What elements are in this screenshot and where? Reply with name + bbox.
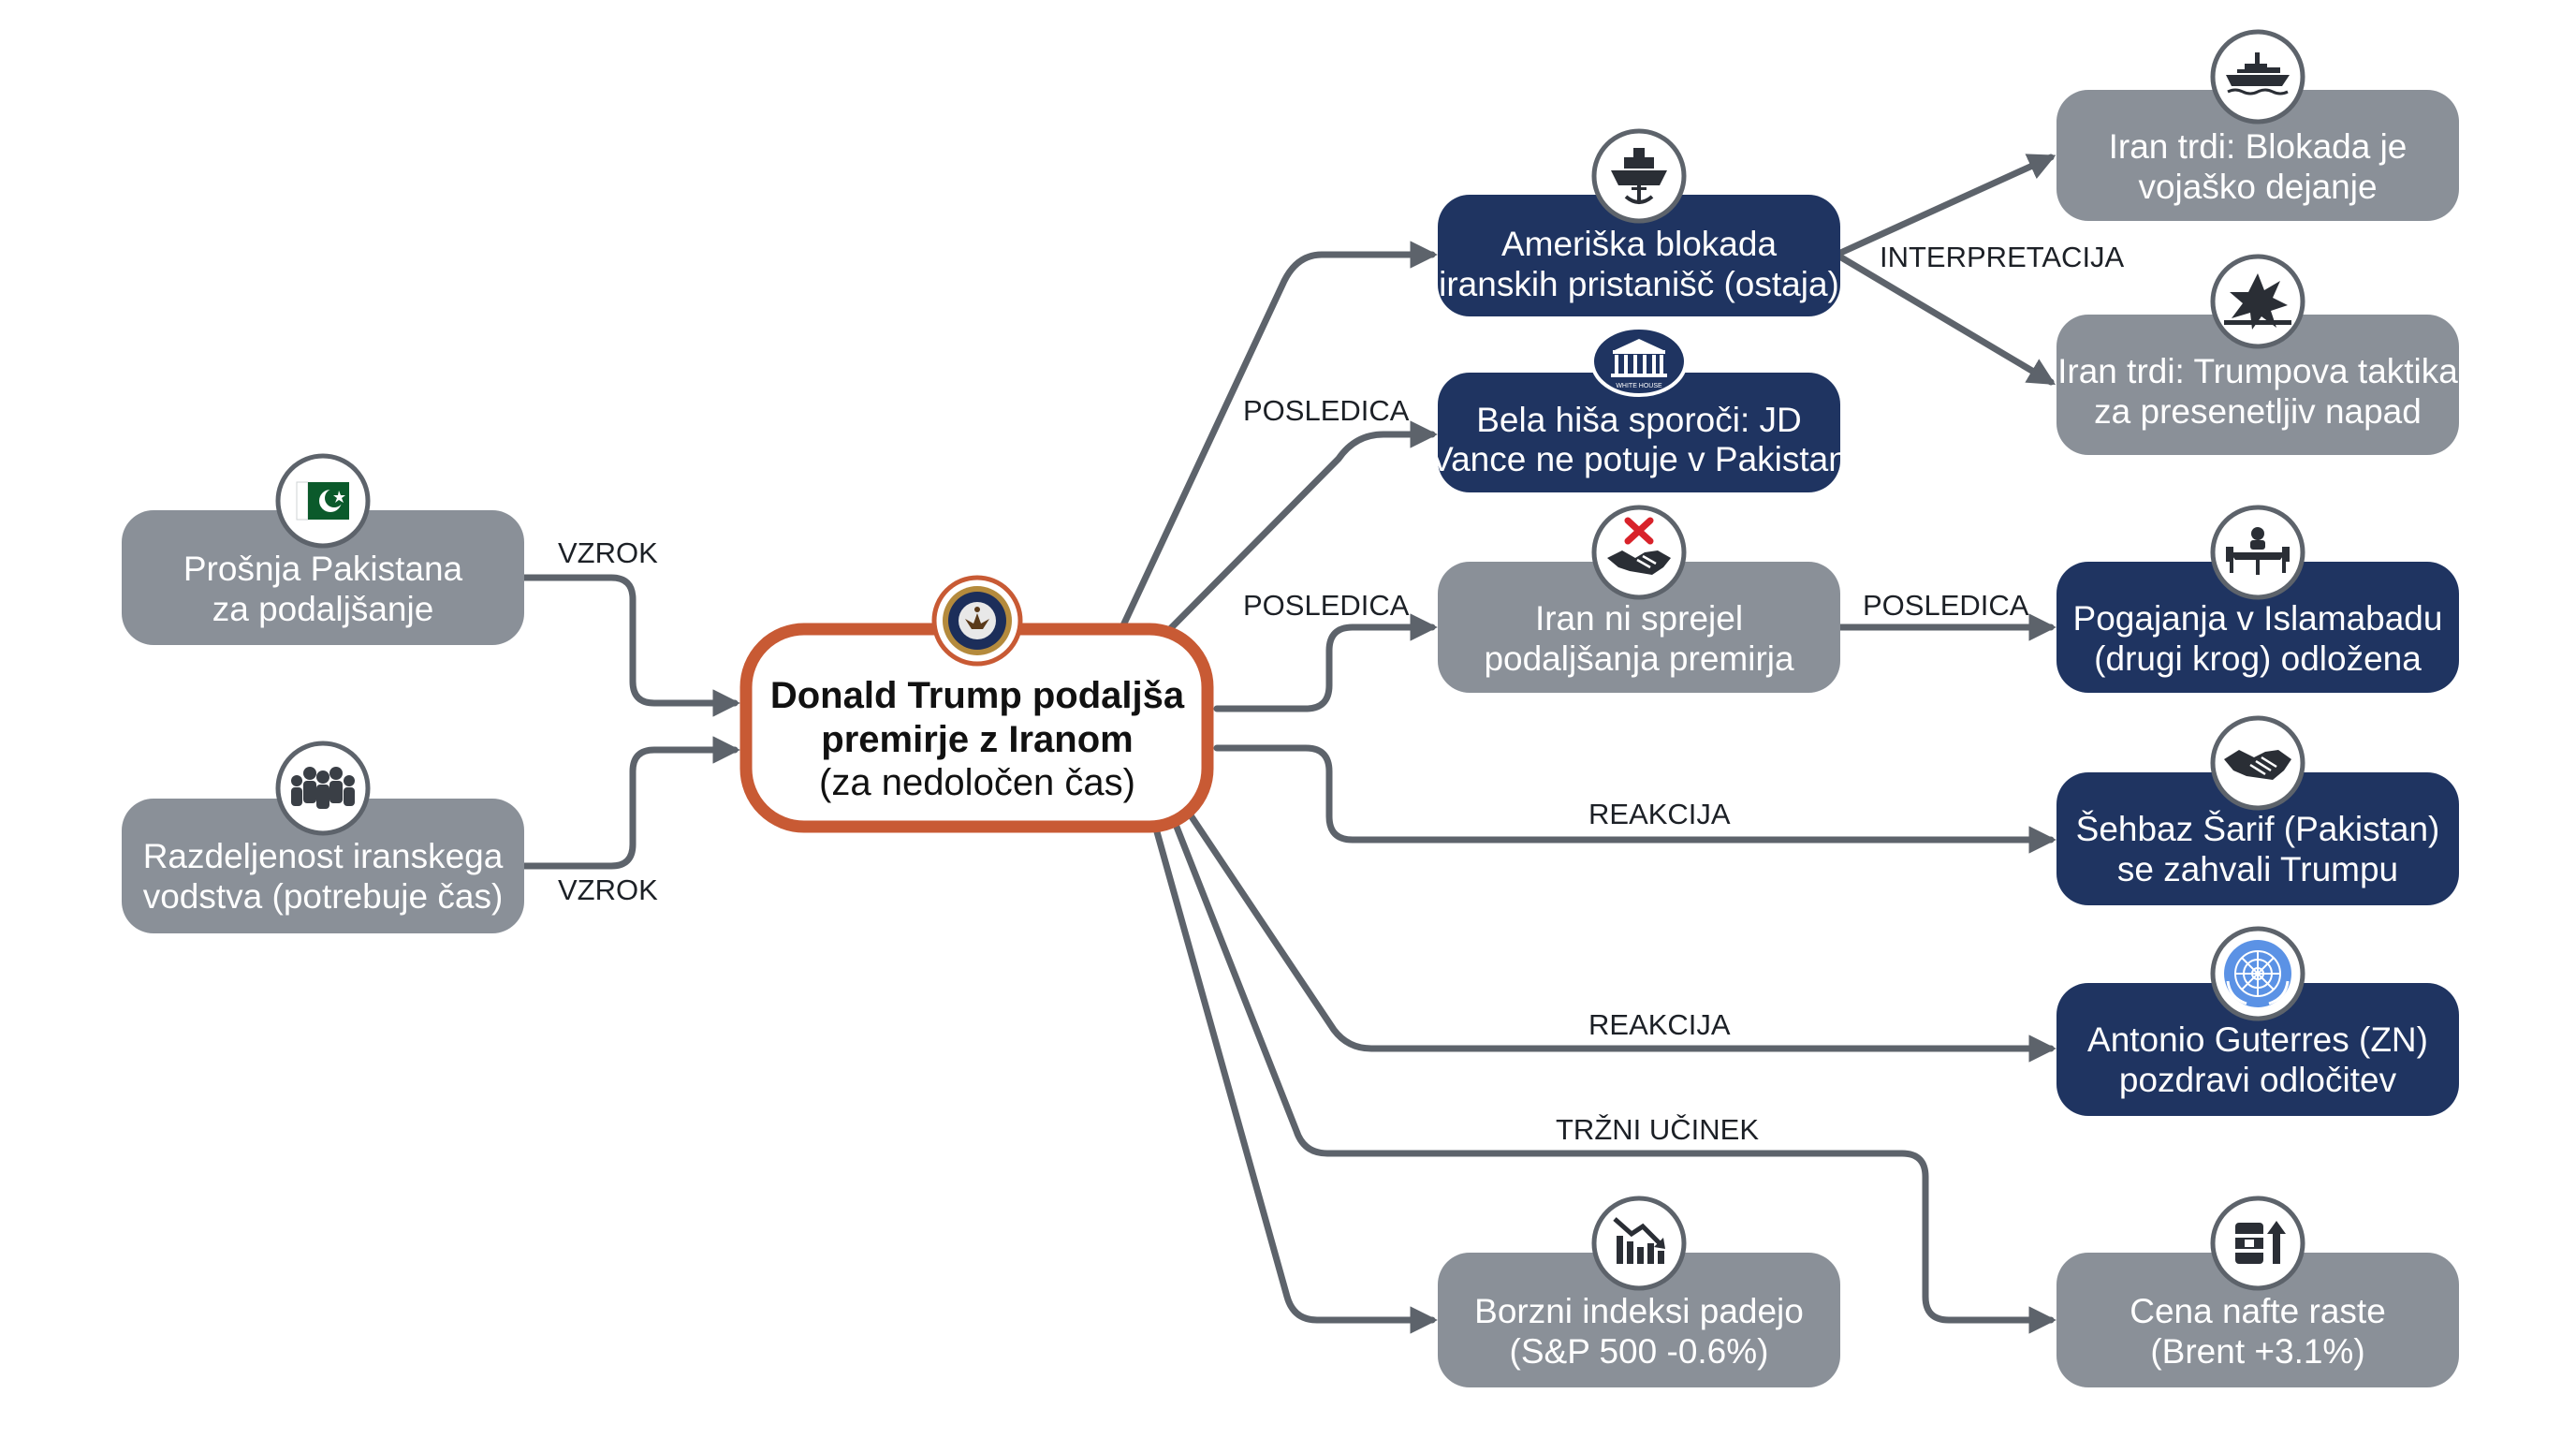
node-pakistan-request-line-1: Prošnja Pakistana	[183, 550, 463, 588]
edge-label-cause-2: VZROK	[558, 873, 658, 906]
node-stocks-fall[interactable]: Borzni indeksi padejo (S&P 500 -0.6%)	[1438, 1196, 1840, 1387]
center-node-line-2: premirje z Iranom	[821, 719, 1133, 760]
node-guterres-line-1: Antonio Guterres (ZN)	[2087, 1020, 2428, 1059]
edge-blockade-to-military	[1833, 154, 2056, 258]
edge-center-to-white-house	[1157, 420, 1438, 642]
edge-center-to-blockade	[1120, 241, 1438, 629]
edge-center-to-sharif	[1213, 744, 2056, 854]
warship-icon	[2210, 29, 2305, 125]
edges	[520, 154, 2056, 1334]
node-iran-military-line-1: Iran trdi: Blokada je	[2109, 127, 2408, 166]
meeting-table-icon	[2210, 505, 2305, 600]
node-iran-military-line-2: vojaško dejanje	[2138, 168, 2377, 206]
handshake-rejected-icon	[1591, 505, 1687, 600]
node-us-blockade-box	[1438, 195, 1840, 316]
node-iran-divided-line-2: vodstva (potrebuje čas)	[143, 877, 504, 916]
node-iran-divided-line-1: Razdeljenost iranskega	[143, 837, 504, 875]
ship-anchor-icon	[1591, 128, 1687, 224]
node-white-house-box	[1438, 373, 1840, 492]
node-talks-postponed-box	[2056, 562, 2459, 693]
node-talks-postponed[interactable]: Pogajanja v Islamabadu (drugi krog) odlo…	[2056, 505, 2459, 693]
oil-barrel-up-icon	[2210, 1196, 2305, 1291]
edge-label-reaction-2: REAKCIJA	[1588, 1008, 1731, 1041]
pakistan-flag-icon	[275, 453, 371, 549]
node-stocks-fall-line-1: Borzni indeksi padejo	[1474, 1292, 1804, 1330]
node-oil-rises-line-2: (Brent +3.1%)	[2150, 1332, 2364, 1371]
node-white-house-line-1: Bela hiša sporoči: JD	[1476, 401, 1802, 439]
node-us-blockade-line-2: iranskih pristanišč (ostaja)	[1439, 265, 1839, 303]
edge-label-consequence-1: POSLEDICA	[1243, 394, 1410, 427]
handshake-icon	[2210, 715, 2305, 811]
edge-center-to-guterres	[1185, 809, 2056, 1063]
edge-label-consequence-2: POSLEDICA	[1243, 589, 1410, 622]
node-white-house-line-2: Vance ne potuje v Pakistan	[1430, 440, 1848, 478]
edge-labels: VZROK VZROK POSLEDICA POSLEDICA POSLEDIC…	[558, 241, 2125, 1146]
node-iran-divided[interactable]: Razdeljenost iranskega vodstva (potrebuj…	[122, 741, 524, 933]
node-stocks-fall-box	[1438, 1253, 1840, 1387]
edge-label-interpretation: INTERPRETACIJA	[1880, 241, 2125, 273]
node-talks-postponed-line-1: Pogajanja v Islamabadu	[2073, 599, 2443, 638]
node-talks-postponed-line-2: (drugi krog) odložena	[2094, 639, 2422, 678]
node-iran-rejects[interactable]: Iran ni sprejel podaljšanja premirja	[1438, 505, 1840, 693]
center-node[interactable]: Donald Trump podaljša premirje z Iranom …	[739, 575, 1214, 833]
node-oil-rises-box	[2056, 1253, 2459, 1387]
node-sharif-thanks-box	[2056, 772, 2459, 905]
white-house-caption: WHITE HOUSE	[1616, 383, 1662, 389]
node-oil-rises[interactable]: Cena nafte raste (Brent +3.1%)	[2056, 1196, 2459, 1387]
edge-iran-divided-to-center	[520, 736, 740, 870]
node-iran-rejects-line-1: Iran ni sprejel	[1535, 599, 1743, 638]
node-sharif-thanks-line-2: se zahvali Trumpu	[2117, 850, 2398, 888]
node-pakistan-request-box	[122, 510, 524, 645]
node-iran-tactic-line-1: Iran trdi: Trumpova taktika	[2057, 352, 2458, 390]
group-people-icon	[275, 741, 371, 836]
presidential-seal-icon	[931, 575, 1023, 667]
un-emblem-icon	[2210, 926, 2305, 1021]
node-sharif-thanks-line-1: Šehbaz Šarif (Pakistan)	[2076, 810, 2440, 848]
node-pakistan-request-line-2: za podaljšanje	[212, 590, 434, 628]
node-us-blockade[interactable]: Ameriška blokada iranskih pristanišč (os…	[1438, 128, 1840, 316]
edge-center-to-oil	[1171, 818, 2056, 1334]
node-iran-military-box	[2056, 90, 2459, 221]
node-oil-rises-line-1: Cena nafte raste	[2130, 1292, 2386, 1330]
node-iran-rejects-line-2: podaljšanja premirja	[1484, 639, 1794, 678]
chart-down-icon	[1591, 1196, 1687, 1291]
white-house-icon: WHITE HOUSE	[1590, 326, 1688, 397]
node-iran-divided-box	[122, 799, 524, 933]
explosion-icon	[2210, 254, 2305, 349]
node-guterres-line-2: pozdravi odločitev	[2119, 1061, 2397, 1099]
node-iran-rejects-box	[1438, 562, 1840, 693]
node-iran-tactic-box	[2056, 315, 2459, 455]
node-guterres[interactable]: Antonio Guterres (ZN) pozdravi odločitev	[2056, 926, 2459, 1116]
node-pakistan-request[interactable]: Prošnja Pakistana za podaljšanje	[122, 453, 524, 645]
edge-center-to-stocks	[1152, 825, 1438, 1334]
node-us-blockade-line-1: Ameriška blokada	[1501, 225, 1778, 263]
center-node-line-1: Donald Trump podaljša	[770, 675, 1185, 716]
edge-center-to-iran-rejects	[1213, 613, 1438, 712]
node-iran-military[interactable]: Iran trdi: Blokada je vojaško dejanje	[2056, 29, 2459, 221]
edge-label-market-effect: TRŽNI UČINEK	[1556, 1113, 1759, 1146]
node-white-house[interactable]: Bela hiša sporoči: JD Vance ne potuje v …	[1430, 326, 1848, 492]
node-iran-tactic-line-2: za presenetljiv napad	[2094, 392, 2422, 431]
edge-pakistan-to-center	[520, 574, 740, 717]
center-node-line-3: (za nedoločen čas)	[819, 762, 1135, 803]
edge-label-consequence-3: POSLEDICA	[1863, 589, 2029, 622]
edge-blockade-to-tactic	[1833, 251, 2056, 386]
node-guterres-box	[2056, 983, 2459, 1116]
node-stocks-fall-line-2: (S&P 500 -0.6%)	[1510, 1332, 1769, 1371]
edge-label-reaction-1: REAKCIJA	[1588, 798, 1731, 830]
edge-label-cause-1: VZROK	[558, 536, 658, 569]
node-iran-tactic[interactable]: Iran trdi: Trumpova taktika za presenetl…	[2056, 254, 2459, 455]
node-sharif-thanks[interactable]: Šehbaz Šarif (Pakistan) se zahvali Trump…	[2056, 715, 2459, 905]
